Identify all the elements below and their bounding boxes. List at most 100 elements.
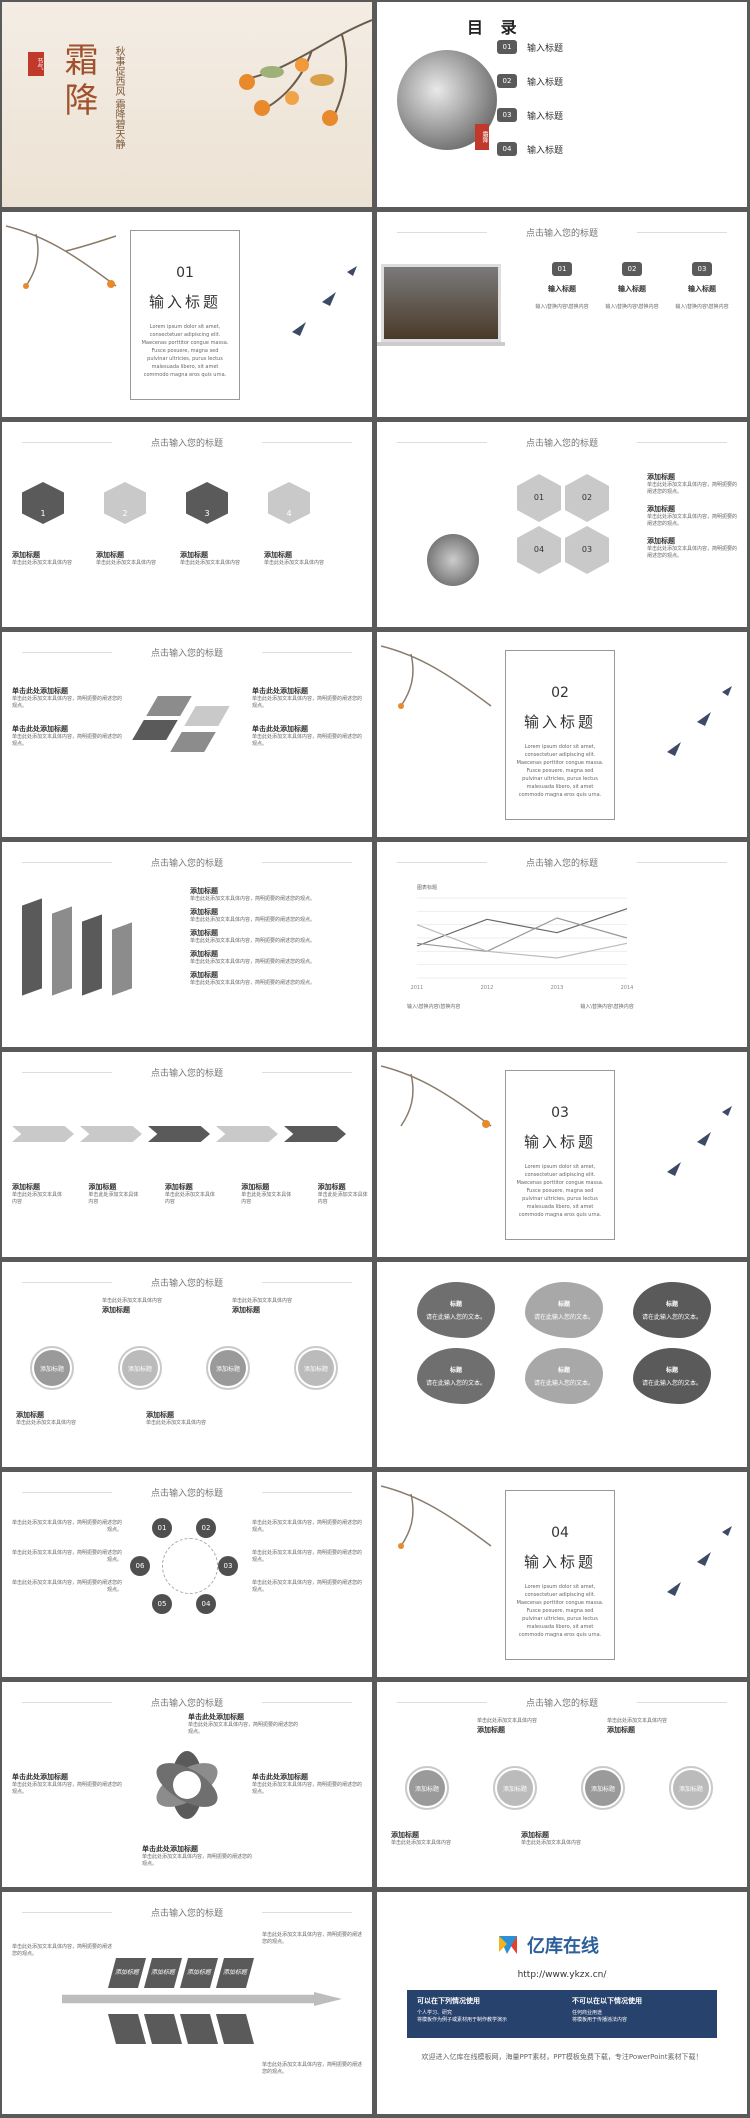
slide-title: 点击输入您的标题 <box>2 1276 372 1289</box>
ring-row: 添加标题 添加标题 添加标题 添加标题 <box>405 1766 713 1810</box>
fish-blocks: 添加标题 添加标题 添加标题 添加标题 <box>107 1958 255 1988</box>
section-frame: 02 输入标题 Lorem ipsum dolor sit amet, cons… <box>505 650 615 820</box>
slide-blocks[interactable]: 点击输入您的标题 单击此处添加标题单击此处添加文本具体内容，简明扼要的阐述您的观… <box>2 632 372 837</box>
x-tick-label: 2014 <box>621 985 634 991</box>
toc-title: 目 录 <box>467 18 523 37</box>
slide-title: 点击输入您的标题 <box>2 1486 372 1499</box>
slide-section-03[interactable]: 03 输入标题 Lorem ipsum dolor sit amet, cons… <box>377 1052 747 1257</box>
petal-top: 单击此处添加标题单击此处添加文本具体内容，简明扼要的阐述您的观点。 <box>188 1713 299 1735</box>
section-number: 04 <box>551 1525 569 1541</box>
brand-url[interactable]: http://www.ykzx.cn/ <box>517 1970 607 1980</box>
ring-top-labels: 单击此处添加文本具体内容添加标题 单击此处添加文本具体内容添加标题 <box>477 1718 668 1734</box>
laptop-base <box>377 342 505 346</box>
bubble: 标题请在此输入您的文本。 <box>633 1348 711 1404</box>
brand-logo-icon <box>499 1936 517 1954</box>
slide-cover[interactable]: 节气 霜降 秋事促西风 霜降碧天静 <box>2 2 372 207</box>
petal-bottom: 单击此处添加标题单击此处添加文本具体内容，简明扼要的阐述您的观点。 <box>142 1845 253 1867</box>
section-title: 输入标题 <box>523 1553 596 1571</box>
cycle-left-notes: 单击此处添加文本具体内容，简明扼要的阐述您的观点。 单击此处添加文本具体内容，简… <box>12 1520 123 1593</box>
laptop-screen <box>381 264 501 342</box>
slide-section-02[interactable]: 02 输入标题 Lorem ipsum dolor sit amet, cons… <box>377 632 747 837</box>
series-line <box>416 924 628 959</box>
section-number: 02 <box>551 685 569 701</box>
ring-row: 添加标题 添加标题 添加标题 添加标题 <box>30 1346 338 1390</box>
arrow-row <box>12 1126 346 1142</box>
section-frame: 01 输入标题 Lorem ipsum dolor sit amet, cons… <box>130 230 240 400</box>
blocks-left: 单击此处添加标题单击此处添加文本具体内容，简明扼要的阐述您的观点。 单击此处添加… <box>12 687 123 747</box>
long-arrow <box>62 1992 342 2006</box>
petal-left: 单击此处添加标题单击此处添加文本具体内容，简明扼要的阐述您的观点。 <box>12 1773 123 1795</box>
blocks-right: 单击此处添加标题单击此处添加文本具体内容，简明扼要的阐述您的观点。 单击此处添加… <box>252 687 363 747</box>
section-number: 01 <box>176 265 194 281</box>
slide-fish-arrow[interactable]: 点击输入您的标题 添加标题 添加标题 添加标题 添加标题 单击此处添加文本具体内… <box>2 1892 372 2114</box>
slide-hex-cluster[interactable]: 点击输入您的标题 01 02 04 03 添加标题单击此处添加文本具体内容，简明… <box>377 422 747 627</box>
slide-ring-timeline-2[interactable]: 点击输入您的标题 添加标题 添加标题 添加标题 添加标题 添加标题单击此处添加文… <box>377 1682 747 1887</box>
cycle-number: 02 <box>196 1518 216 1538</box>
fish-blocks-bottom <box>107 2014 255 2044</box>
bubble: 标题请在此输入您的文本。 <box>525 1282 603 1338</box>
slide-title: 点击输入您的标题 <box>377 226 747 239</box>
bubble: 标题请在此输入您的文本。 <box>417 1348 495 1404</box>
cycle-ring <box>162 1538 218 1594</box>
slide-title: 点击输入您的标题 <box>2 1696 372 1709</box>
branch-icon <box>381 1065 492 1128</box>
section-frame: 04 输入标题 Lorem ipsum dolor sit amet, cons… <box>505 1490 615 1660</box>
process-labels: 添加标题单击此处添加文本具体内容 添加标题单击此处添加文本具体内容 添加标题单击… <box>12 551 325 566</box>
branch-icon <box>6 225 117 289</box>
hex-notes: 添加标题单击此处添加文本具体内容，简明扼要的阐述您的观点。 添加标题单击此处添加… <box>647 473 738 559</box>
slide-process[interactable]: 点击输入您的标题 1 2 3 4 添加标题单击此处添加文本具体内容 添加标题单击… <box>2 422 372 627</box>
ring-top-labels: 单击此处添加文本具体内容添加标题 单击此处添加文本具体内容添加标题 <box>102 1298 293 1314</box>
swallow-icon <box>667 1526 732 1596</box>
slide-title: 点击输入您的标题 <box>2 1066 372 1079</box>
cycle-number: 04 <box>196 1594 216 1614</box>
brand-footer: 欢迎进入亿库在线模板网，海量PPT素材，PPT模板免费下载，专注PowerPoi… <box>421 2053 703 2061</box>
swallow-icon <box>292 266 357 336</box>
brand-logo: 亿库在线 <box>495 1932 599 1958</box>
slide-laptop[interactable]: 点击输入您的标题 01 02 03 输入标题 输入标题 输入标题 输入\替换内容… <box>377 212 747 417</box>
petal-right: 单击此处添加标题单击此处添加文本具体内容，简明扼要的阐述您的观点。 <box>252 1773 363 1795</box>
cover-title: 霜降 <box>58 42 98 122</box>
slide-cycle[interactable]: 点击输入您的标题 01 02 03 04 05 06 单击此处添加文本具体内容，… <box>2 1472 372 1677</box>
cycle-number: 03 <box>218 1556 238 1576</box>
cycle-number: 01 <box>152 1518 172 1538</box>
section-body: Lorem ipsum dolor sit amet, consectetuer… <box>516 1164 604 1218</box>
slide-ring-timeline[interactable]: 点击输入您的标题 添加标题 添加标题 添加标题 添加标题 添加标题单击此处添加文… <box>2 1262 372 1467</box>
section-body: Lorem ipsum dolor sit amet, consectetuer… <box>141 324 229 378</box>
swallow-icon <box>667 686 732 756</box>
slide-section-04[interactable]: 04 输入标题 Lorem ipsum dolor sit amet, cons… <box>377 1472 747 1677</box>
slide-arrows[interactable]: 点击输入您的标题 添加标题单击此处添加文本具体内容 添加标题单击此处添加文本具体… <box>2 1052 372 1257</box>
ring-bottom-labels: 添加标题单击此处添加文本具体内容 添加标题单击此处添加文本具体内容 <box>16 1411 207 1426</box>
slide-title: 点击输入您的标题 <box>2 646 372 659</box>
cycle-number: 05 <box>152 1594 172 1614</box>
slide-title: 点击输入您的标题 <box>377 856 747 869</box>
process-row: 1 2 3 4 <box>22 482 310 524</box>
bubble: 标题请在此输入您的文本。 <box>633 1282 711 1338</box>
section-title: 输入标题 <box>523 713 596 731</box>
slide-section-01[interactable]: 01 输入标题 Lorem ipsum dolor sit amet, cons… <box>2 212 372 417</box>
branch-icon <box>381 645 492 709</box>
iso-blocks <box>132 692 242 772</box>
slide-panels[interactable]: 点击输入您的标题 添加标题单击此处添加文本具体内容，简明扼要的阐述您的观点。 添… <box>2 842 372 1047</box>
round-photo <box>427 534 479 586</box>
section-title: 输入标题 <box>523 1133 596 1151</box>
section-body: Lorem ipsum dolor sit amet, consectetuer… <box>516 1584 604 1638</box>
standing-panels <box>22 892 162 1002</box>
swallow-icon <box>667 1106 732 1176</box>
slide-title: 点击输入您的标题 <box>2 436 372 449</box>
slide-bubbles[interactable]: 标题请在此输入您的文本。 标题请在此输入您的文本。 标题请在此输入您的文本。 标… <box>377 1262 747 1467</box>
slide-title: 点击输入您的标题 <box>377 1696 747 1709</box>
solar-term-badge: 节气 <box>28 52 44 76</box>
x-tick-label: 2013 <box>551 985 564 991</box>
slide-brand[interactable]: 亿库在线 http://www.ykzx.cn/ 可以在下列情况使用 个人学习、… <box>377 1892 747 2114</box>
slide-petals[interactable]: 点击输入您的标题 单击此处添加标题单击此处添加文本具体内容，简明扼要的阐述您的观… <box>2 1682 372 1887</box>
series-line <box>416 917 628 952</box>
hex-cluster: 01 02 04 03 <box>517 474 609 574</box>
